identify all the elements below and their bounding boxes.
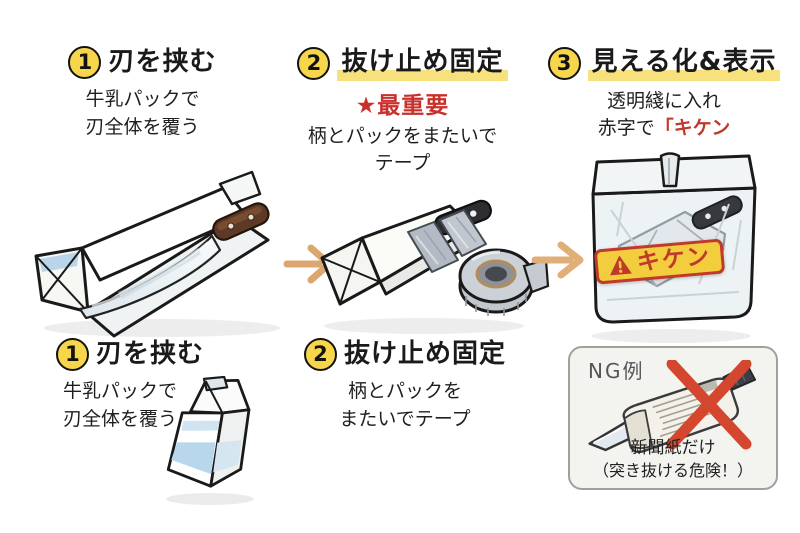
step2-bottom-section: 2 抜け止め固定 柄とパックを またいでテープ [290, 338, 520, 433]
step2-bottom-heading: 2 抜け止め固定 [290, 338, 520, 371]
step2-title: 抜け止め固定 [337, 46, 508, 81]
step3-heading: 3 見える化&表示 [543, 46, 785, 81]
bag-clip [659, 152, 681, 188]
danger-label: キケン [593, 238, 726, 285]
step2-number-badge: 2 [297, 46, 331, 80]
ng-caption-line1: 新聞紙だけ [630, 438, 716, 459]
step2-desc-line1: 柄とパックをまたいで [307, 124, 498, 147]
step3-desc-line1: 透明綫に入れ [606, 89, 721, 112]
step2-bottom-number-badge: 2 [303, 338, 337, 371]
taped-package-illustration [312, 180, 550, 342]
step1-bottom-title: 刃を挟む [95, 339, 204, 370]
step3-desc-line2-black: 赤字で [597, 117, 655, 140]
step2-description: 柄とパックをまたいで テープ [285, 123, 520, 178]
red-cross-icon [666, 358, 752, 450]
step1-bottom-number-badge: 1 [55, 338, 89, 371]
step3-desc-line2: 赤字で「キケン [543, 115, 785, 143]
arrow-right-icon-2 [530, 240, 586, 280]
step2-bottom-title: 抜け止め固定 [343, 339, 506, 370]
step2-desc-line2: テープ [374, 152, 431, 175]
step1-heading: 1 刃を挟む [35, 46, 250, 79]
shadow [324, 318, 524, 334]
step1-number-badge: 1 [68, 46, 102, 79]
milk-carton-svg [166, 375, 254, 505]
carton-with-knife-illustration [22, 160, 294, 342]
danger-label-text: キケン [635, 243, 713, 276]
step3-title: 見える化&表示 [587, 46, 781, 81]
ng-caption-line2: （突き抜ける危険！） [592, 461, 753, 481]
kitchen-knife [78, 202, 270, 320]
step1-bottom-heading: 1 刃を挟む [35, 338, 225, 371]
step3-desc-keyword-red: 「キケン [654, 117, 731, 140]
step1-desc-line1: 牛乳パックで [85, 88, 200, 110]
step1-bottom-description: 牛乳パックで 刃全体を覆う [35, 378, 205, 433]
carton-with-knife-svg [34, 170, 280, 338]
ng-newspaper-illustration [580, 358, 768, 460]
step3-description: 透明綫に入れ 赤字で「キケン [543, 88, 785, 143]
shadow [166, 493, 254, 505]
ng-caption: 新聞紙だけ （突き抜ける危険！） [570, 437, 776, 482]
tape-bands [407, 209, 487, 273]
step3-top-section: 3 見える化&表示 透明綫に入れ 赤字で「キケン [543, 46, 785, 143]
step1-description: 牛乳パックで 刃全体を覆う [35, 86, 250, 141]
step2-top-section: 2 抜け止め固定 ★最重要 柄とパックをまたいで テープ [285, 46, 520, 178]
tape-roll [458, 248, 550, 316]
step2-bottom-desc-line2: またいでテープ [339, 407, 471, 430]
step2-bottom-desc-line1: 柄とパックを [347, 380, 462, 402]
taped-package-svg [320, 199, 550, 334]
ng-label: NG例 [588, 359, 645, 383]
step1-bottom-section: 1 刃を挟む 牛乳パックで 刃全体を覆う [35, 338, 225, 433]
danger-bag-illustration: キケン [573, 150, 767, 346]
step3-number-badge: 3 [547, 46, 581, 80]
knife-handle [212, 202, 270, 241]
milk-carton-illustration [158, 366, 266, 508]
milk-carton [166, 375, 251, 488]
shadow [591, 329, 751, 343]
step1-top-section: 1 刃を挟む 牛乳パックで 刃全体を覆う [35, 46, 250, 141]
warning-triangle-icon [610, 255, 632, 276]
newspaper-knife-svg [588, 358, 757, 454]
most-important-note: ★最重要 [355, 92, 450, 119]
shadow [44, 319, 280, 337]
step1-title: 刃を挟む [108, 47, 217, 78]
ng-example-box: NG例 [568, 346, 778, 490]
open-milk-carton [34, 170, 270, 338]
step2-heading: 2 抜け止め固定 [285, 46, 520, 81]
step1-bottom-desc-line1: 牛乳パックで [62, 380, 177, 402]
step1-bottom-desc-line2: 刃全体を覆う [62, 407, 177, 430]
step2-bottom-description: 柄とパックを またいでテープ [290, 378, 520, 433]
step1-desc-line2: 刃全体を覆う [85, 115, 200, 138]
